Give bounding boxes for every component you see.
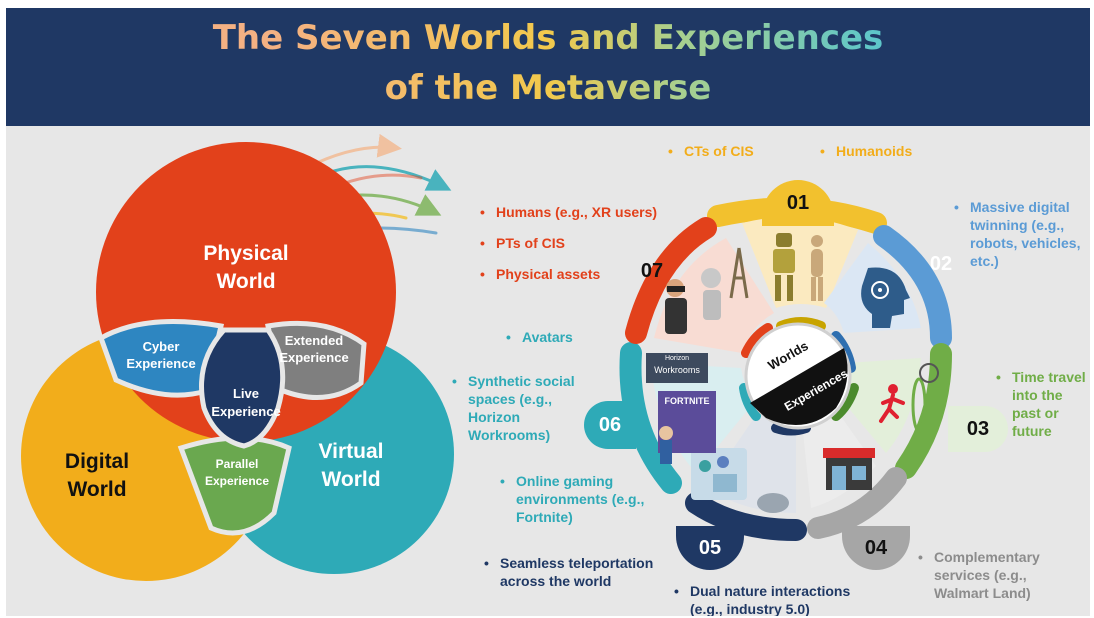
bullet-cts-of-cis: •CTs of CIS bbox=[668, 143, 754, 159]
inner-ring bbox=[739, 317, 859, 436]
parallel-label-line1: Parallel bbox=[215, 457, 259, 471]
store-icon bbox=[823, 448, 875, 490]
physical-label-line1: Physical bbox=[203, 242, 289, 265]
interaction-scene-icon bbox=[691, 448, 789, 513]
bullet-text: Humanoids bbox=[836, 143, 913, 159]
live-experience-label: Live Experience bbox=[191, 385, 301, 421]
cyber-label-line2: Experience bbox=[126, 356, 196, 371]
digital-label-line2: World bbox=[67, 478, 127, 501]
segment-06-arc bbox=[619, 342, 682, 494]
extended-label-line2: Experience bbox=[279, 350, 349, 365]
parallel-experience-region bbox=[177, 435, 292, 536]
segment-06-number: 06 bbox=[584, 401, 636, 449]
bullet-text: Seamless teleportation across the world bbox=[500, 555, 654, 589]
workrooms-fortnite-icon bbox=[646, 353, 716, 464]
bullet-avatars: •Avatars bbox=[506, 329, 573, 345]
seven-worlds-ring bbox=[619, 197, 952, 541]
bullet-text: Massive digital twinning (e.g., robots, … bbox=[970, 199, 1081, 269]
venn-diagram bbox=[21, 142, 454, 581]
bullet-online-gaming: •Online gaming environments (e.g., Fortn… bbox=[500, 472, 650, 526]
live-label-line1: Live bbox=[232, 386, 259, 401]
bullet-text: Physical assets bbox=[496, 266, 601, 282]
segment-03-number: 03 bbox=[948, 406, 1008, 452]
bullet-text: PTs of CIS bbox=[496, 235, 565, 251]
center-circle bbox=[744, 322, 852, 430]
bullet-text: Avatars bbox=[522, 329, 573, 345]
parallel-label-line2: Experience bbox=[204, 474, 270, 488]
segment-02-number: 02 bbox=[929, 253, 953, 275]
digital-head-icon bbox=[861, 267, 910, 328]
live-experience-region bbox=[199, 327, 286, 449]
cyber-experience-label: Cyber Experience bbox=[106, 338, 216, 372]
digital-label-line1: Digital bbox=[64, 450, 130, 473]
title-line-1: The Seven Worlds and Experiences bbox=[6, 18, 1090, 58]
cyber-label-line1: Cyber bbox=[142, 339, 180, 354]
workrooms-text: Workrooms bbox=[654, 365, 700, 375]
live-label-line2: Experience bbox=[211, 404, 281, 419]
extended-label-line1: Extended bbox=[284, 333, 344, 348]
bullet-text: Dual nature interactions (e.g., industry… bbox=[690, 583, 851, 616]
segment-03-arc bbox=[895, 343, 952, 479]
extended-experience-region bbox=[265, 320, 367, 401]
title-line-2: of the Metaverse bbox=[6, 68, 1090, 108]
virtual-world-label: Virtual World bbox=[296, 438, 406, 494]
bullet-time-travel: •Time travel into the past or future bbox=[996, 368, 1090, 440]
bullet-text: Humans (e.g., XR users) bbox=[496, 204, 658, 220]
cyber-experience-region bbox=[97, 319, 225, 398]
bullet-physical-assets: •Physical assets bbox=[480, 266, 601, 282]
bullet-seamless-teleportation: •Seamless teleportation across the world bbox=[484, 554, 664, 590]
bullet-massive-digital-twinning: •Massive digital twinning (e.g., robots,… bbox=[954, 198, 1090, 270]
horizon-text: Horizon bbox=[664, 355, 690, 362]
extended-experience-label: Extended Experience bbox=[264, 332, 364, 366]
bullet-text: CTs of CIS bbox=[684, 143, 754, 159]
bullet-text: Complementary services (e.g., Walmart La… bbox=[934, 549, 1040, 601]
parallel-experience-label: Parallel Experience bbox=[182, 456, 292, 490]
virtual-label-line2: World bbox=[321, 468, 381, 491]
segment-02-arc bbox=[873, 225, 952, 349]
slide-canvas: The Seven Worlds and Experiences of the … bbox=[6, 8, 1090, 616]
fortnite-text: FORTNITE bbox=[664, 396, 710, 406]
bullet-pts-of-cis: •PTs of CIS bbox=[480, 235, 565, 251]
bullet-synthetic-social-spaces: •Synthetic social spaces (e.g., Horizon … bbox=[452, 372, 592, 444]
time-travel-runner-icon bbox=[879, 363, 939, 433]
segment-04-arc bbox=[807, 467, 907, 539]
bullet-dual-nature: •Dual nature interactions (e.g., industr… bbox=[674, 582, 884, 616]
humanoid-robot-icon bbox=[773, 233, 823, 301]
xr-user-robot-icon bbox=[665, 247, 749, 334]
segment-07-arc bbox=[625, 217, 717, 344]
bullet-complementary-services: •Complementary services (e.g., Walmart L… bbox=[918, 548, 1068, 602]
physical-world-label: Physical World bbox=[181, 240, 311, 296]
bullet-text: Synthetic social spaces (e.g., Horizon W… bbox=[468, 373, 575, 443]
bullet-text: Time travel into the past or future bbox=[1012, 369, 1086, 439]
segment-05-arc bbox=[685, 492, 807, 541]
virtual-label-line1: Virtual bbox=[318, 440, 384, 463]
physical-label-line2: World bbox=[216, 270, 276, 293]
diagram-graphics bbox=[21, 133, 952, 581]
digital-world-label: Digital World bbox=[42, 448, 152, 504]
segment-07-number: 07 bbox=[640, 260, 664, 282]
bullet-humans: •Humans (e.g., XR users) bbox=[480, 204, 658, 220]
bullet-text: Online gaming environments (e.g., Fortni… bbox=[516, 473, 645, 525]
title-banner: The Seven Worlds and Experiences of the … bbox=[6, 8, 1090, 126]
bullet-humanoids: •Humanoids bbox=[820, 143, 913, 159]
